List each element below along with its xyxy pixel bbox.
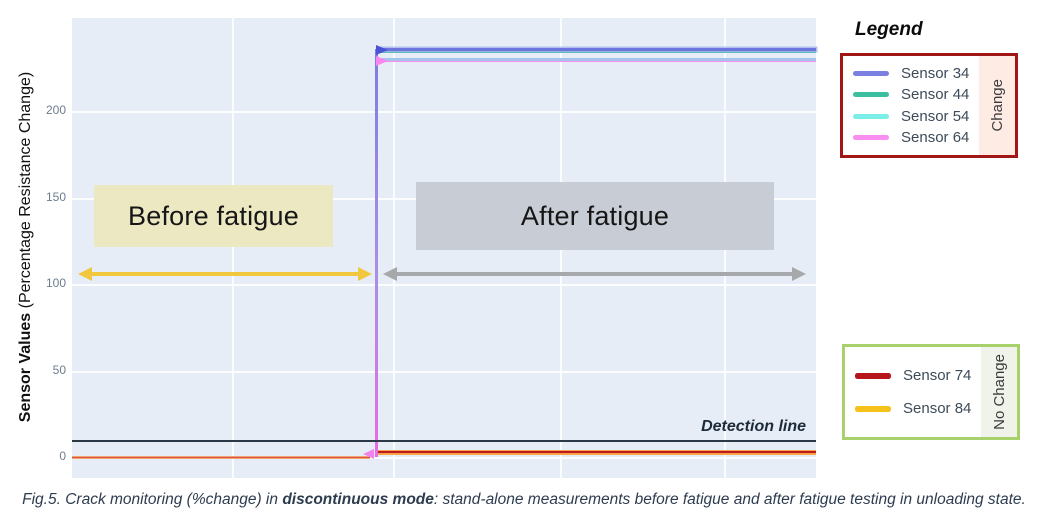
legend-item-sensor44: Sensor 44 [853,86,979,103]
before-fatigue-label: Before fatigue [128,200,299,231]
gridline-h-100 [72,284,816,286]
legend-item-sensor84: Sensor 84 [855,400,981,417]
arrowhead-right-icon [792,267,806,281]
legend-item-label: Sensor 34 [901,64,970,82]
legend-change-rows: Sensor 34 Sensor 44 Sensor 54 Sensor 64 [843,56,979,155]
figure-caption: Fig.5. Crack monitoring (%change) in dis… [0,491,1048,509]
line-sensor74-before [72,456,370,458]
gridline-v-2 [393,18,395,478]
line-sensor44-after [378,49,816,53]
sensor84-swatch-icon [855,405,891,412]
change-strip-label: Change [988,79,1006,132]
sensor34-swatch-icon [853,70,889,76]
arrowhead-left-icon [383,267,397,281]
line-sensor74-after [378,451,816,453]
legend-item-label: Sensor 64 [901,129,970,147]
marker-sensor64-bottom-arrow-icon [363,449,374,459]
legend-no-change-rows: Sensor 74 Sensor 84 [845,347,981,437]
sensor64-swatch-icon [853,135,889,141]
legend-item-sensor64: Sensor 64 [853,129,979,146]
no-change-strip-label: No Change [990,354,1008,430]
legend-item-label: Sensor 54 [901,107,970,125]
legend-item-label: Sensor 74 [903,367,972,384]
y-axis-title-regular: (Percentage Resistance Change) [17,71,34,313]
arrow-shaft [92,272,358,276]
caption-bold: discontinuous mode [282,491,434,508]
line-sensor64-after [378,59,816,62]
arrowhead-right-icon [358,267,372,281]
legend-item-sensor34: Sensor 34 [853,65,979,82]
gridline-h-200 [72,111,816,113]
legend-item-label: Sensor 84 [903,400,972,417]
after-fatigue-label: After fatigue [520,200,670,231]
line-sensor34-after [378,48,816,51]
gridline-h-0 [72,457,816,459]
caption-prefix: Fig.5. Crack monitoring (%change) in [22,491,283,508]
fatigue-jump-line [375,49,378,457]
caption-suffix: : stand-alone measurements before fatigu… [433,491,1026,508]
line-sensor54-after [378,57,816,61]
legend-title: Legend [855,19,923,40]
sensor44-swatch-icon [853,92,889,98]
after-fatigue-box: After fatigue [416,182,774,250]
plot-area: Detection line Before fatigue After fati… [72,18,816,478]
legend-change-group: Sensor 34 Sensor 44 Sensor 54 Sensor 64 … [840,53,1018,158]
y-tick-150: 150 [45,190,66,204]
legend-item-sensor54: Sensor 54 [853,108,979,125]
y-tick-100: 100 [45,276,66,290]
sensor54-swatch-icon [853,113,889,119]
detection-line [72,440,816,442]
y-axis-title: Sensor Values (Percentage Resistance Cha… [17,72,35,422]
arrow-shaft [397,272,792,276]
arrowhead-left-icon [78,267,92,281]
marker-sensor64-arrow-icon [376,56,388,66]
y-tick-0: 0 [59,449,66,463]
legend-no-change-group: Sensor 74 Sensor 84 No Change [842,344,1020,440]
legend-change-strip: Change [979,56,1015,155]
legend-item-sensor74: Sensor 74 [855,367,981,384]
before-fatigue-arrow-icon [78,266,372,282]
before-fatigue-box: Before fatigue [94,185,333,247]
marker-sensor34-arrow-icon [376,45,388,55]
legend-no-change-strip: No Change [981,347,1017,437]
gridline-h-50 [72,371,816,373]
y-axis-title-bold: Sensor Values [17,312,34,423]
legend-item-label: Sensor 44 [901,86,970,104]
sensor74-swatch-icon [855,372,891,379]
y-tick-50: 50 [52,363,66,377]
y-tick-200: 200 [45,103,66,117]
detection-line-label: Detection line [701,418,806,435]
gridline-v-1 [232,18,234,478]
after-fatigue-arrow-icon [383,266,806,282]
